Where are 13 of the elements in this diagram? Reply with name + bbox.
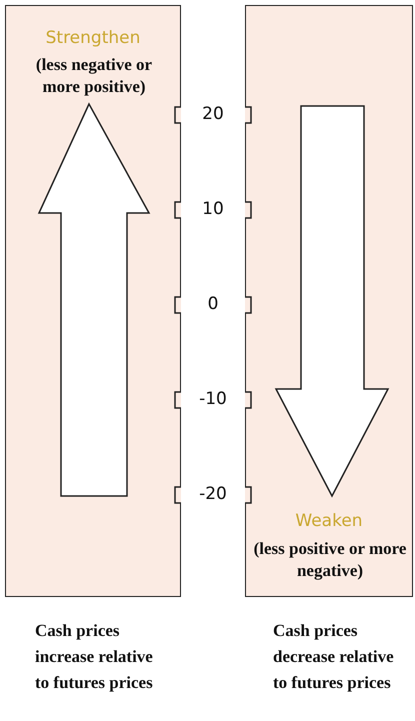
- panel-heading: Weaken: [294, 511, 364, 531]
- panel: [245, 5, 413, 597]
- caption: Cash prices decrease relative to futures prices: [273, 620, 395, 694]
- scale-value: -20: [198, 484, 228, 504]
- scale-value: -10: [198, 389, 228, 409]
- panel-subtitle: (less negative or more positive): [34, 54, 154, 98]
- panel-subtitle: (less positive or more negative): [252, 538, 408, 582]
- caption: Cash prices increase relative to futures prices: [35, 620, 154, 694]
- scale-value: 0: [206, 294, 220, 314]
- panel: [5, 5, 181, 597]
- panel-heading: Strengthen: [44, 28, 142, 48]
- scale-value: 10: [201, 199, 225, 219]
- scale-value: 20: [201, 104, 225, 124]
